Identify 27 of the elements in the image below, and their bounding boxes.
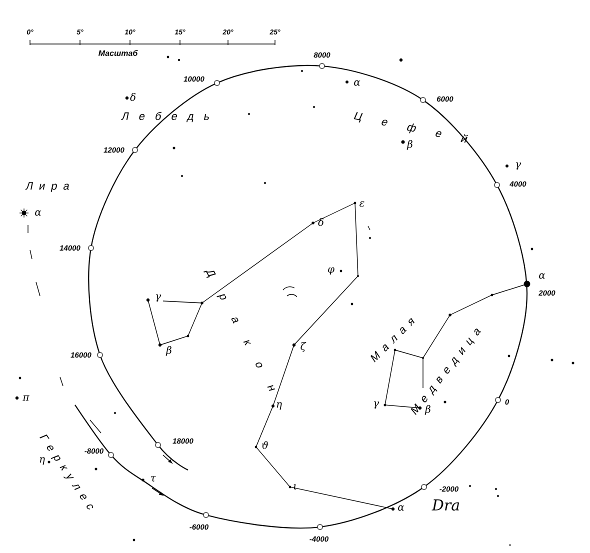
star-label: γ: [156, 294, 161, 302]
constellation-name: Л и р а: [25, 182, 69, 192]
star-label: α: [354, 80, 360, 86]
star-label: β: [166, 346, 172, 356]
star-label: α: [35, 210, 42, 216]
star-label: β: [424, 405, 430, 415]
star-label: α: [539, 273, 546, 279]
constellation-name: Л е б е д ь: [121, 112, 209, 122]
constellation-name: М а л а я: [370, 318, 414, 362]
star-label: φ: [328, 267, 334, 275]
star-label: ι: [294, 484, 296, 490]
star-label: ε: [360, 201, 364, 207]
scale-title: Масштаб: [98, 50, 138, 56]
star-label: β: [406, 140, 412, 150]
star-label: α: [398, 505, 404, 511]
star-label: γ: [374, 401, 379, 409]
star-label: ζ: [300, 342, 306, 352]
star-label: π: [22, 395, 30, 401]
star-label: η: [276, 402, 282, 410]
star-label: δ: [130, 93, 136, 101]
star-label: Dra: [432, 499, 460, 511]
constellation-name: Д р а к о н: [203, 270, 276, 391]
star-label: η: [40, 457, 45, 465]
star-label: ϑ: [262, 441, 268, 449]
star-label: γ: [516, 162, 521, 170]
star-label: τ: [150, 476, 156, 482]
star-label: δ: [318, 218, 324, 226]
